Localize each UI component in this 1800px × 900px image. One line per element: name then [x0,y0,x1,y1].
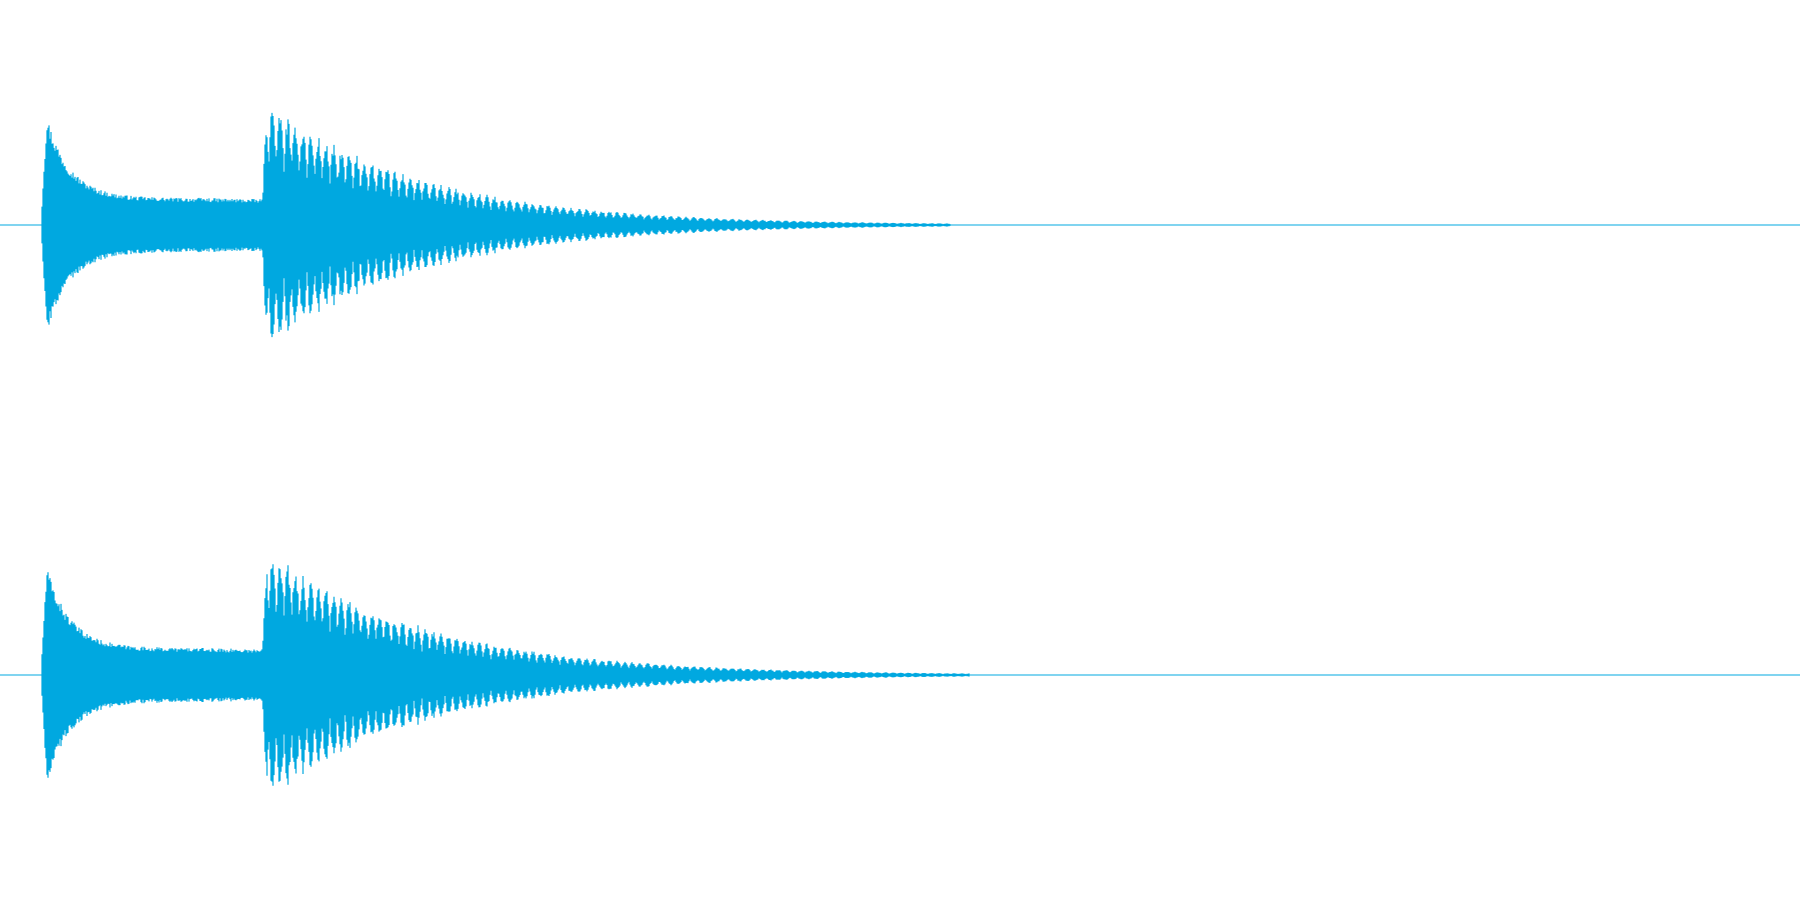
waveform-channel-1 [0,112,1800,338]
waveform-path-channel-1 [41,112,951,338]
waveform-path-channel-2 [41,564,970,786]
waveform-channel-2 [0,564,1800,786]
